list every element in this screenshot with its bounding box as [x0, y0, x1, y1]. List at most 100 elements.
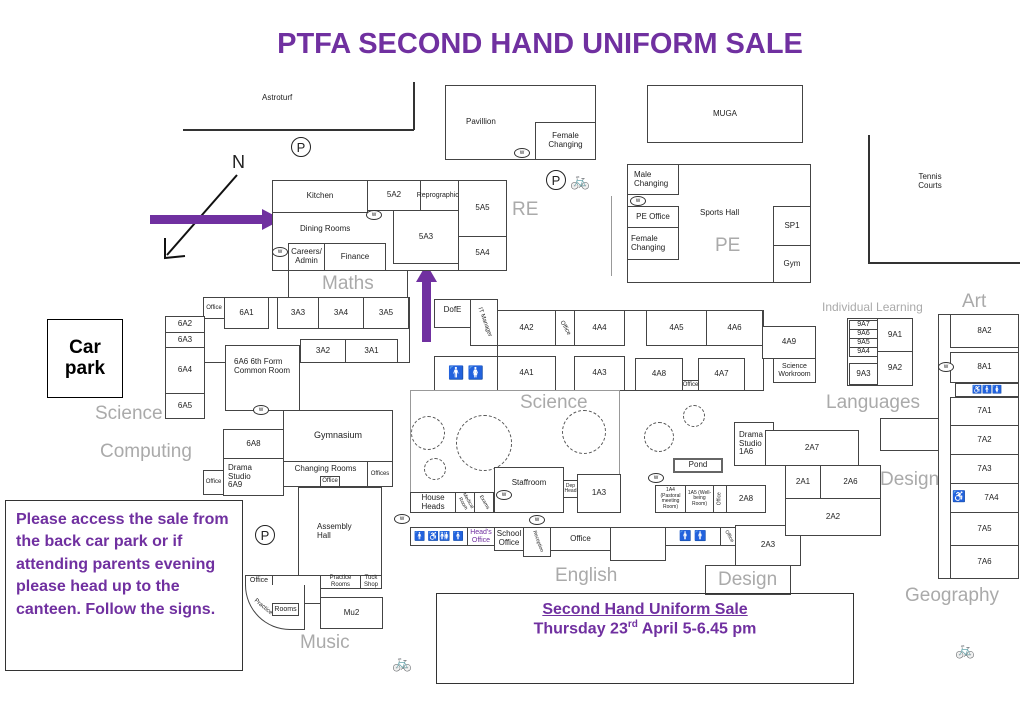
sale-date-sup: rd — [627, 619, 638, 630]
parking-icon: P — [546, 170, 566, 190]
room-office: Office — [203, 470, 224, 495]
sale-date-prefix: Thursday 23 — [533, 620, 628, 638]
room-6a2: 6A2 — [165, 316, 205, 333]
dept-individual-learning: Individual Learning — [822, 300, 923, 314]
astroturf-boundary — [183, 129, 414, 131]
room-reception: Reception — [523, 527, 551, 557]
north-label: N — [232, 152, 245, 172]
room-practice-rooms: Practice Rooms — [320, 575, 361, 589]
room-4a5: 4A5 — [646, 310, 707, 346]
astroturf-boundary — [413, 82, 415, 130]
notice-text: Please access the sale from the back car… — [16, 511, 229, 618]
room-9a3: 9A3 — [849, 363, 878, 385]
room-7a3: 7A3 — [950, 454, 1019, 484]
dept-maths: Maths — [322, 273, 374, 294]
room-medical: Medical Room — [455, 492, 475, 513]
room-office: Office — [682, 380, 699, 391]
tree-icon — [562, 410, 606, 454]
room-office: Office — [320, 476, 340, 487]
dept-music: Music — [300, 632, 350, 653]
room-1a5: 1A5 (Well-being Room) — [685, 485, 714, 513]
bicycle-icon: 🚲 — [392, 655, 412, 672]
room-5a3: 5A3 — [393, 210, 459, 264]
pavillion-label: Pavillion — [466, 117, 496, 127]
astroturf-label: Astroturf — [262, 93, 293, 102]
room-3a5: 3A5 — [363, 297, 409, 329]
room-kitchen: Kitchen — [272, 180, 368, 213]
toilets: 🚹 🚺 — [434, 356, 498, 391]
room-office: Office — [713, 485, 727, 513]
dept-re: RE — [512, 199, 539, 220]
room-5a2: 5A2 — [367, 180, 421, 211]
practice-label: Practice — [252, 597, 274, 617]
office-label: Office — [558, 319, 572, 337]
room-assembly-hall: Assembly Hall — [298, 487, 382, 576]
tree-icon — [644, 422, 674, 452]
reception-label: Reception — [531, 530, 545, 554]
tennis-boundary — [868, 135, 870, 263]
tree-icon — [411, 416, 445, 450]
room-1a3: 1A3 — [577, 474, 621, 513]
room-4a9: 4A9 — [762, 326, 816, 359]
room-4a3: 4A3 — [574, 356, 625, 391]
toilet-marker: w — [938, 362, 954, 372]
room-5a5: 5A5 — [458, 180, 507, 237]
tree-icon — [456, 415, 512, 471]
car-park: Car park — [47, 319, 123, 398]
room-3a4: 3A4 — [318, 297, 364, 329]
notice-box: Please access the sale from the back car… — [5, 500, 243, 671]
room-6a4: 6A4 — [165, 347, 205, 394]
room-design-lower — [705, 565, 791, 595]
tree-icon — [424, 458, 446, 480]
room-6a1: 6A1 — [224, 297, 269, 329]
exams-label: Exams — [478, 494, 492, 511]
room-office: Office — [203, 297, 225, 319]
toilet-marker: w — [529, 515, 545, 525]
room-gym: Gym — [773, 245, 811, 283]
sale-heading: Second Hand Uniform Sale — [542, 601, 748, 618]
medical-label: Medical Room — [457, 491, 475, 511]
room-mu2: Mu2 — [320, 597, 383, 629]
room-exams: Exams — [474, 492, 494, 513]
path — [611, 196, 612, 276]
room-2a2: 2A2 — [785, 498, 881, 536]
room-3a1: 3A1 — [345, 339, 398, 363]
room-2a6: 2A6 — [820, 465, 881, 499]
dept-science: Science — [520, 392, 588, 413]
room-heads-office: Head's Office — [467, 527, 495, 546]
room-it-manager: IT Manager — [470, 299, 498, 346]
room-school-office: School Office — [494, 527, 524, 551]
room-careers: Careers/ Admin — [288, 243, 325, 271]
accessible-icon: ♿ — [952, 491, 966, 503]
room-6a6: 6A6 6th Form Common Room — [225, 345, 300, 411]
room-dofe: DofE — [434, 299, 471, 328]
it-manager-label: IT Manager — [476, 307, 493, 338]
room-4a4: 4A4 — [574, 310, 625, 346]
room-7a2: 7A2 — [950, 425, 1019, 455]
toilet-marker: w — [496, 490, 512, 500]
dept-science-left: Science — [95, 403, 163, 424]
room-gymnasium: Gymnasium — [283, 410, 393, 462]
room-office: Office — [720, 527, 736, 546]
room-4a6: 4A6 — [706, 310, 763, 346]
toilet-marker: w — [366, 210, 382, 220]
parking-icon: P — [291, 137, 311, 157]
room-4a8: 4A8 — [635, 358, 683, 391]
room-1a4: 1A4 (Pastoral meeting Room) — [655, 485, 686, 513]
tree-icon — [683, 405, 705, 427]
room-sports-hall: Sports Hall — [700, 208, 740, 217]
room-5a4: 5A4 — [458, 236, 507, 271]
dept-english: English — [555, 565, 618, 586]
room-finance: Finance — [324, 243, 386, 271]
room-office: Office — [555, 310, 575, 346]
toilet-marker: w — [253, 405, 269, 415]
room-male-changing: Male Changing — [627, 164, 679, 195]
tennis-courts-label: Tennis Courts — [918, 172, 942, 190]
car-park-label: Car park — [64, 336, 106, 379]
room-tuck-shop: Tuck Shop — [360, 575, 382, 589]
room-6a8: 6A8 — [223, 429, 284, 459]
room-sp1: SP1 — [773, 206, 811, 246]
room-4a2: 4A2 — [497, 310, 556, 346]
dept-computing: Computing — [100, 441, 192, 462]
room-pe-office: PE Office — [627, 206, 679, 228]
